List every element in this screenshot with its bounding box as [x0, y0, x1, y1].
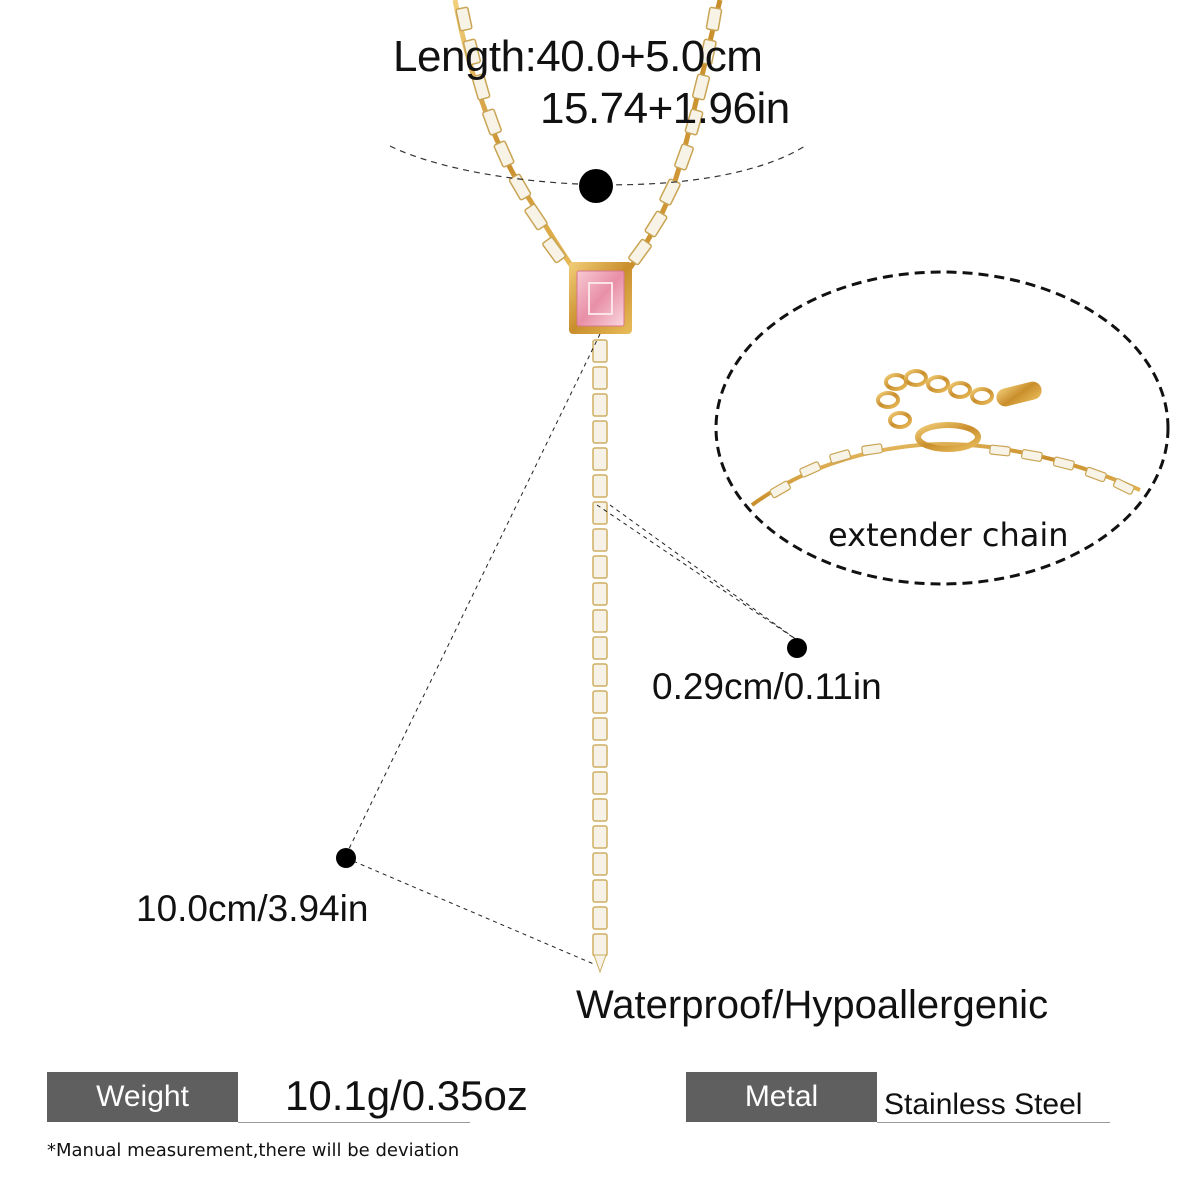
- drop-chain-stone: [592, 636, 608, 660]
- extender-chain-label: extender chain: [828, 516, 1069, 554]
- drop-chain-stone: [592, 555, 608, 579]
- length-cm-text: Length:40.0+5.0cm: [393, 32, 763, 81]
- drop-chain-stone: [592, 528, 608, 552]
- drop-chain-stone: [592, 420, 608, 444]
- extender-callout-ellipse: [714, 270, 1170, 586]
- drop-chain-stone: [592, 339, 608, 363]
- drop-chain-stone: [592, 609, 608, 633]
- pink-stone-pendant: [569, 262, 632, 334]
- drop-chain-stone: [592, 798, 608, 822]
- drop-chain-stone: [592, 366, 608, 390]
- drop-chain-stone: [592, 474, 608, 498]
- extender-chain-detail: [750, 369, 1141, 507]
- length-marker-dot: [579, 169, 613, 203]
- metal-value: Stainless Steel: [884, 1088, 1083, 1121]
- drop-chain-stone: [592, 393, 608, 417]
- features-text: Waterproof/Hypoallergenic: [576, 983, 1049, 1027]
- chain-left: [452, 0, 581, 277]
- width-marker-dot: [787, 638, 807, 658]
- drop-chain-stone: [592, 717, 608, 741]
- drop-chain-stone: [592, 771, 608, 795]
- weight-underline: [238, 1122, 470, 1123]
- width-label: 0.29cm/0.11in: [652, 666, 882, 707]
- drop-chain-stone: [592, 933, 608, 957]
- drop-chain-stone: [592, 447, 608, 471]
- drop-chain-stone: [592, 744, 608, 768]
- drop-chain-stone: [592, 879, 608, 903]
- metal-underline: [877, 1122, 1110, 1123]
- drop-chain-stone: [592, 582, 608, 606]
- weight-value: 10.1g/0.35oz: [285, 1072, 528, 1119]
- footnote: *Manual measurement,there will be deviat…: [47, 1140, 460, 1161]
- drop-chain-stone: [592, 852, 608, 876]
- drop-chain-stone: [592, 663, 608, 687]
- metal-label: Metal: [686, 1072, 877, 1122]
- drop-chain-stone: [592, 825, 608, 849]
- drop-chain: [592, 334, 608, 974]
- drop-chain-stone: [592, 501, 608, 525]
- drop-chain-stone: [592, 906, 608, 930]
- length-in-text: 15.74+1.96in: [540, 84, 790, 133]
- chain-right: [622, 0, 723, 277]
- drop-length-label: 10.0cm/3.94in: [136, 888, 369, 929]
- drop-marker-dot: [336, 848, 356, 868]
- drop-chain-stone: [592, 690, 608, 714]
- weight-label: Weight: [47, 1072, 238, 1122]
